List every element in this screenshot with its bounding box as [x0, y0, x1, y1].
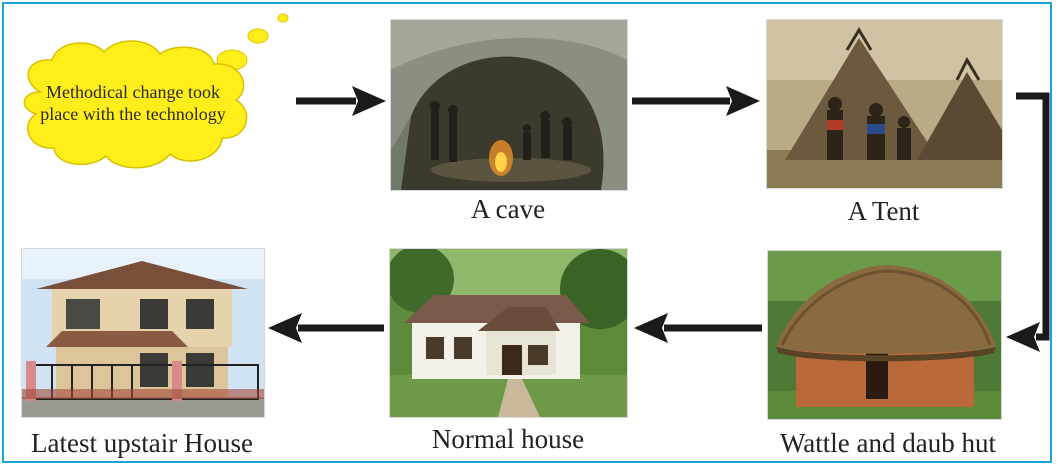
arrow-tent-to-hut: [1006, 92, 1050, 352]
arrow-hut-to-normal-house: [634, 313, 762, 343]
bubble-cloud: [23, 40, 248, 169]
stage-caption-tent: A Tent: [847, 196, 920, 226]
wattle-daub-hut-image: [767, 250, 1002, 420]
thought-bubble-text: Methodical change took place with the te…: [40, 82, 226, 124]
cave-image: [390, 19, 628, 191]
arrow-cave-to-tent: [632, 86, 760, 116]
bubble-dot-medium: [247, 28, 269, 44]
thought-bubble: [23, 13, 289, 169]
tent-image: [766, 19, 1003, 189]
stage-caption-normal-house: Normal house: [431, 424, 585, 454]
diagram-frame: [2, 2, 1052, 463]
stage-caption-cave: A cave: [470, 194, 546, 224]
bubble-dot-small: [277, 13, 289, 23]
stage-caption-upstair-house: Latest upstair House: [31, 428, 253, 458]
stage-caption-wattle-daub-hut: Wattle and daub hut: [779, 428, 996, 458]
arrow-bubble-to-cave: [296, 86, 386, 116]
normal-house-image: [389, 248, 628, 418]
upstair-house-image: [21, 248, 265, 418]
arrow-normal-house-to-upstair: [268, 313, 384, 343]
